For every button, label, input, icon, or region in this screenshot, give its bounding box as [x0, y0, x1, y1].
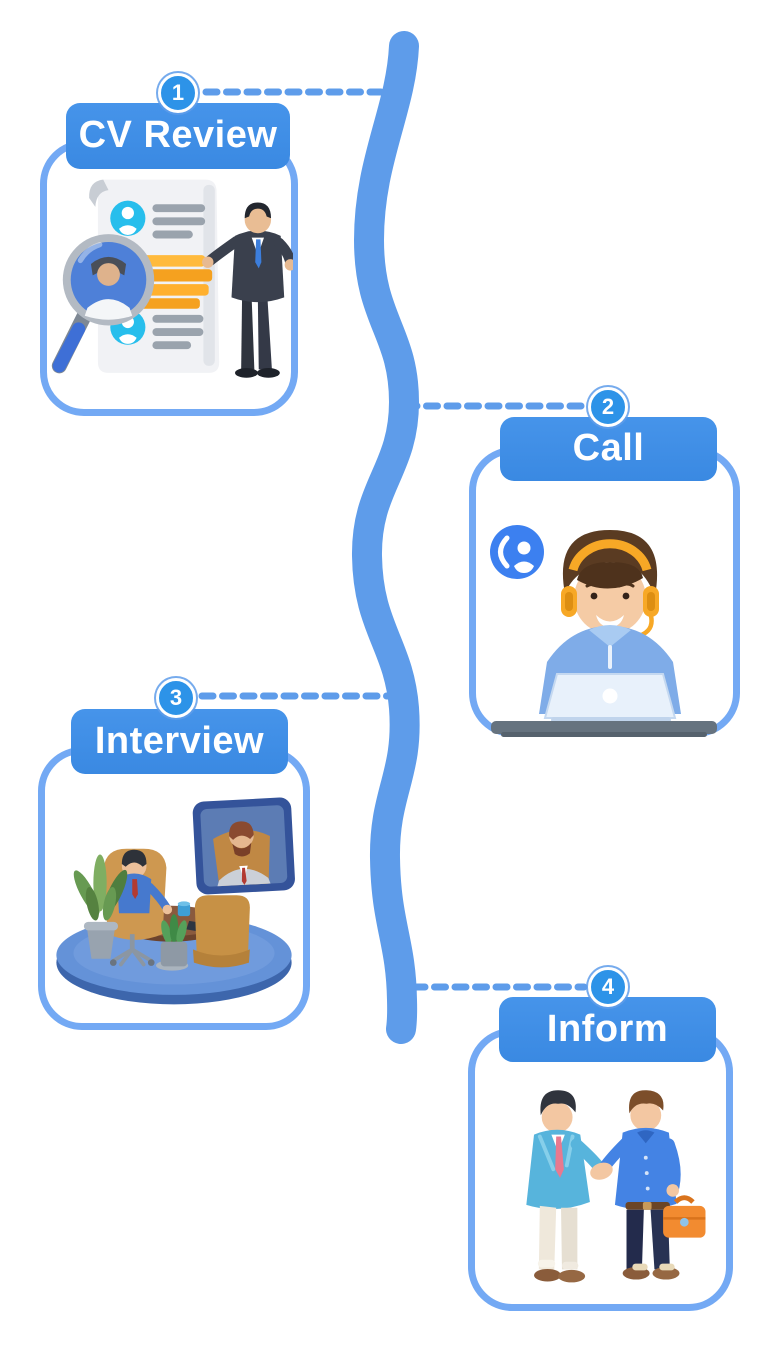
video-screen	[192, 797, 295, 895]
businessman-left	[526, 1090, 608, 1283]
step-label-text: Interview	[94, 719, 265, 762]
laptop	[543, 673, 677, 723]
step-label-box-4: Inform	[499, 997, 716, 1062]
step-number-badge-3: 3	[156, 678, 196, 718]
briefcase	[663, 1195, 706, 1238]
step-card-call	[469, 447, 740, 737]
desk	[491, 721, 717, 737]
step-label-text: CV Review	[78, 114, 278, 156]
cv-profile-entry-bottom	[110, 309, 204, 350]
step-number-badge-2: 2	[588, 387, 628, 427]
step-number-badge-4: 4	[588, 967, 628, 1007]
cv-profile-entry-top	[110, 200, 206, 239]
step-card-inform	[468, 1028, 733, 1311]
wavy-flow-line	[351, 31, 420, 1044]
handshake-illustration	[526, 1090, 706, 1283]
interview-illustration	[56, 797, 295, 1005]
phone-icon	[490, 525, 544, 579]
step-label-text: Call	[572, 427, 645, 469]
step-card-cv-review	[40, 140, 298, 416]
step-number-badge-1: 1	[158, 73, 198, 113]
small-planter	[160, 914, 188, 967]
step-card-interview	[38, 747, 310, 1030]
handshake-hands	[590, 1162, 613, 1180]
cv-review-illustration	[51, 179, 293, 378]
empty-guest-chair	[192, 895, 250, 968]
potted-plant	[73, 854, 128, 959]
phone-call-illustration	[490, 525, 717, 737]
step-label-box-3: Interview	[71, 709, 288, 774]
businessman-figure	[202, 202, 293, 378]
step-label-box-1: CV Review	[66, 103, 290, 169]
magnifier-icon	[51, 234, 155, 374]
step-label-box-2: Call	[500, 417, 717, 481]
step-label-text: Inform	[546, 1007, 669, 1050]
businessman-right	[596, 1090, 681, 1280]
